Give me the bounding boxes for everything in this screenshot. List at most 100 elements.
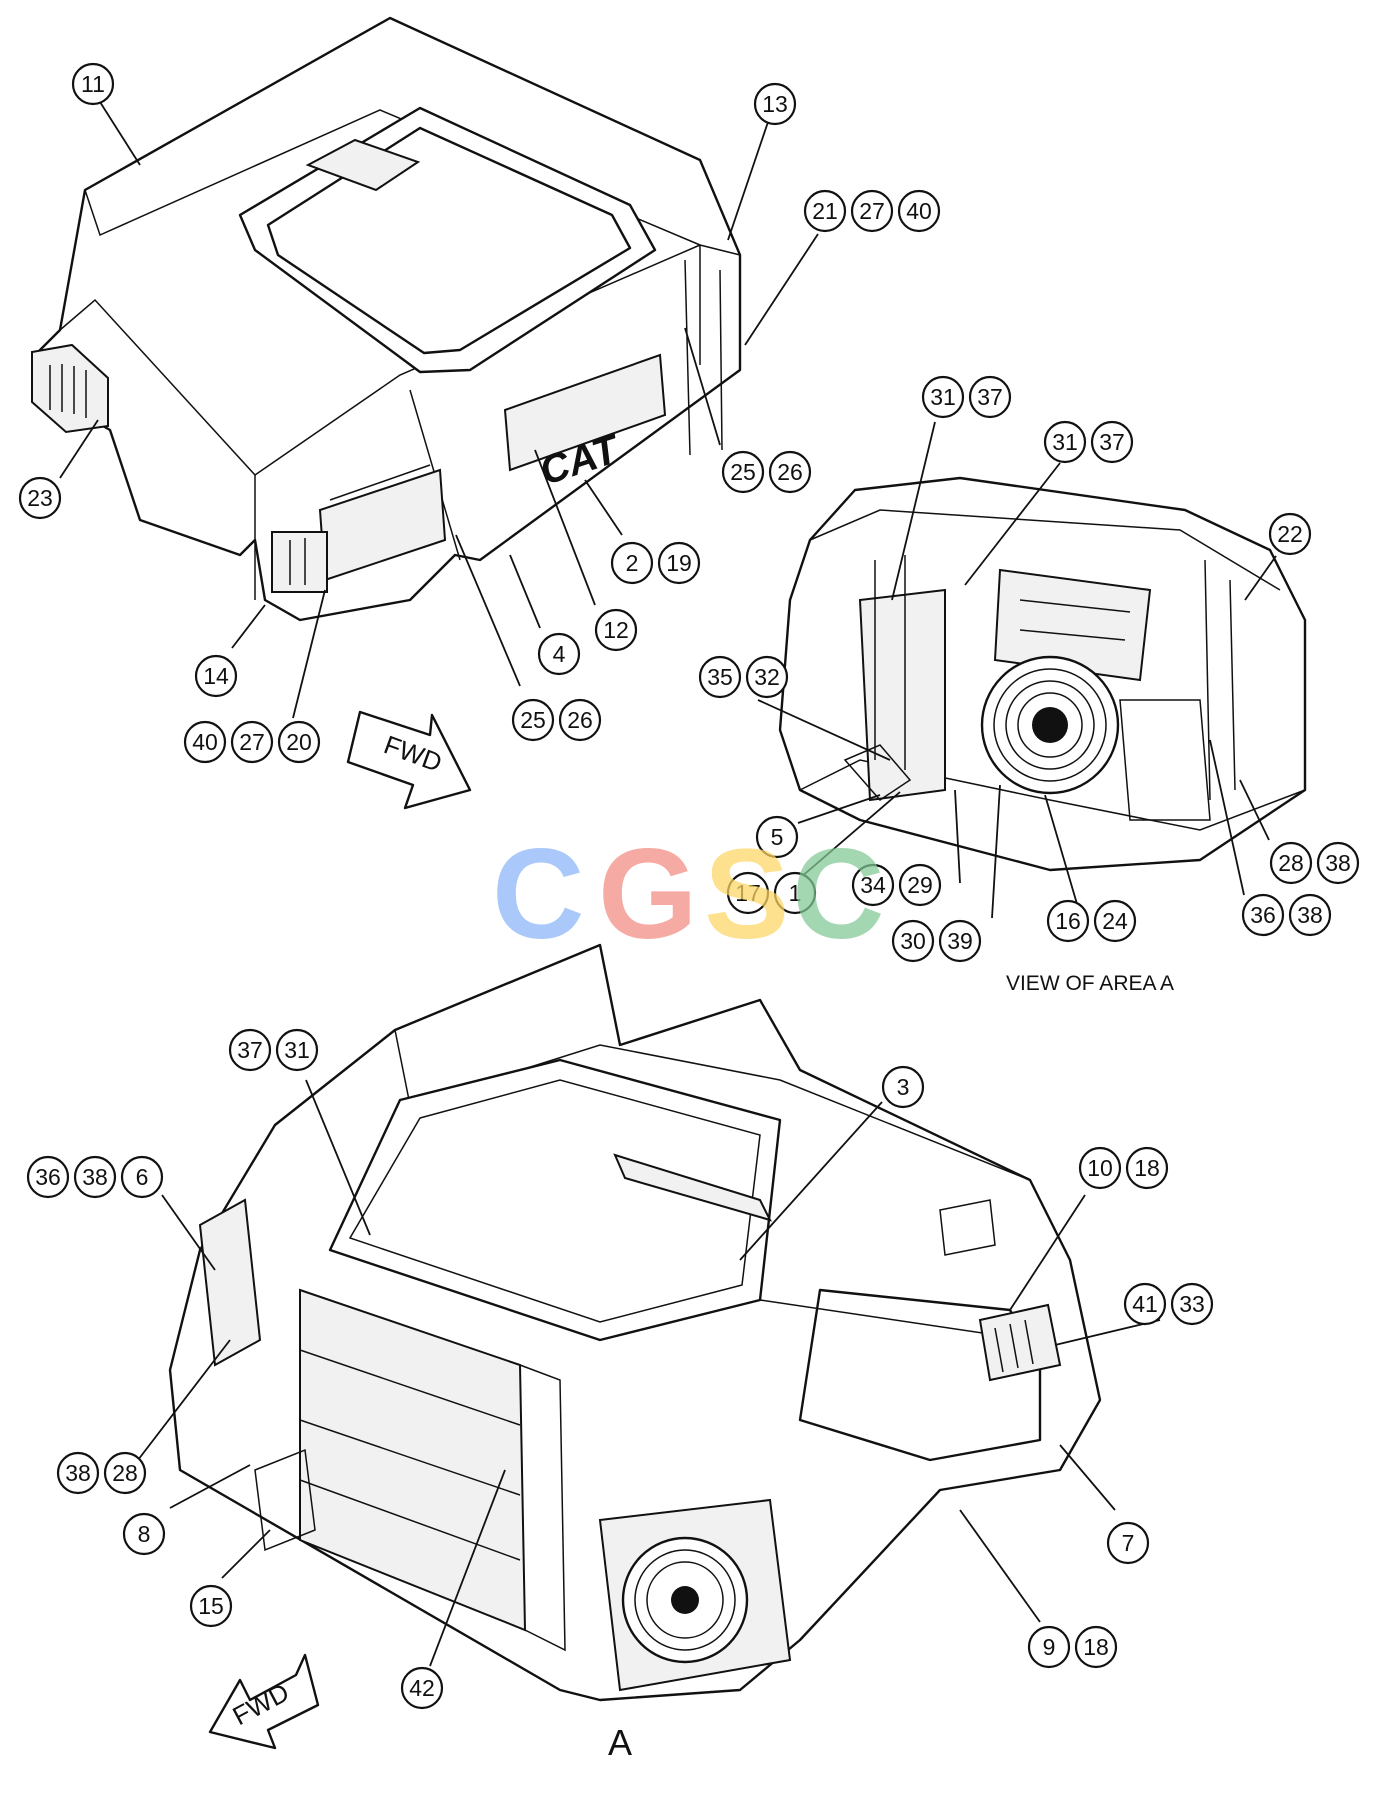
callout-40: 40 <box>183 720 227 764</box>
svg-text:33: 33 <box>1179 1291 1205 1317</box>
svg-text:19: 19 <box>666 550 692 576</box>
svg-text:21: 21 <box>812 198 838 224</box>
svg-text:40: 40 <box>906 198 932 224</box>
callout-35: 35 <box>698 655 742 699</box>
callout-9: 9 <box>1027 1625 1071 1669</box>
svg-text:38: 38 <box>65 1460 91 1486</box>
svg-text:36: 36 <box>35 1164 61 1190</box>
callout-27: 27 <box>230 720 274 764</box>
fwd-arrow-top: FWD <box>346 710 472 810</box>
cgsc-watermark: C G S C <box>492 823 884 966</box>
callout-14: 14 <box>194 654 238 698</box>
callout-27: 27 <box>850 189 894 233</box>
svg-text:5: 5 <box>771 824 784 850</box>
callout-8: 8 <box>122 1512 166 1556</box>
watermark-letter-3: S <box>704 823 789 966</box>
svg-text:30: 30 <box>900 928 926 954</box>
svg-text:31: 31 <box>284 1037 310 1063</box>
callout-26: 26 <box>558 698 602 742</box>
svg-text:17: 17 <box>735 880 761 906</box>
callout-2: 2 <box>610 541 654 585</box>
callout-19: 19 <box>657 541 701 585</box>
svg-text:28: 28 <box>1278 850 1304 876</box>
callout-31: 31 <box>921 375 965 419</box>
svg-text:18: 18 <box>1083 1634 1109 1660</box>
callout-37: 37 <box>228 1028 272 1072</box>
callout-6: 6 <box>120 1155 164 1199</box>
svg-text:31: 31 <box>930 384 956 410</box>
callout-38: 38 <box>1316 841 1360 885</box>
svg-text:36: 36 <box>1250 902 1276 928</box>
svg-text:27: 27 <box>239 729 265 755</box>
svg-text:16: 16 <box>1055 908 1081 934</box>
callout-16: 16 <box>1046 899 1090 943</box>
callout-12: 12 <box>594 608 638 652</box>
callout-25: 25 <box>511 698 555 742</box>
watermark-letter-4: C <box>792 823 884 966</box>
view-of-area-a-label: VIEW OF AREA A <box>1006 972 1174 995</box>
svg-text:37: 37 <box>237 1037 263 1063</box>
callout-39: 39 <box>938 919 982 963</box>
callout-38: 38 <box>56 1451 100 1495</box>
svg-text:7: 7 <box>1122 1530 1135 1556</box>
callout-40: 40 <box>897 189 941 233</box>
callout-17: 17 <box>726 871 770 915</box>
svg-text:8: 8 <box>138 1521 151 1547</box>
callout-18: 18 <box>1074 1625 1118 1669</box>
svg-text:15: 15 <box>198 1593 224 1619</box>
area-a-marker: A <box>608 1722 632 1763</box>
leader-lines <box>59 101 1277 1667</box>
callout-20: 20 <box>277 720 321 764</box>
callout-29: 29 <box>898 863 942 907</box>
callout-3: 3 <box>881 1065 925 1109</box>
callout-32: 32 <box>745 655 789 699</box>
svg-text:9: 9 <box>1043 1634 1056 1660</box>
callout-37: 37 <box>968 375 1012 419</box>
callout-26: 26 <box>768 450 812 494</box>
callout-36: 36 <box>26 1155 70 1199</box>
callout-42: 42 <box>400 1666 444 1710</box>
callout-34: 34 <box>851 863 895 907</box>
callout-33: 33 <box>1170 1282 1214 1326</box>
svg-text:32: 32 <box>754 664 780 690</box>
callout-41: 41 <box>1123 1282 1167 1326</box>
svg-text:12: 12 <box>603 617 629 643</box>
callout-5: 5 <box>755 815 799 859</box>
svg-text:18: 18 <box>1134 1155 1160 1181</box>
callout-24: 24 <box>1093 899 1137 943</box>
svg-text:4: 4 <box>553 641 566 667</box>
svg-text:27: 27 <box>859 198 885 224</box>
area-a-detail-view: VIEW OF AREA A <box>778 476 1307 995</box>
svg-text:29: 29 <box>907 872 933 898</box>
svg-text:1: 1 <box>789 880 802 906</box>
svg-text:14: 14 <box>203 663 229 689</box>
svg-text:28: 28 <box>112 1460 138 1486</box>
callout-28: 28 <box>1269 841 1313 885</box>
svg-text:35: 35 <box>707 664 733 690</box>
svg-text:37: 37 <box>977 384 1003 410</box>
svg-text:22: 22 <box>1277 521 1303 547</box>
svg-text:41: 41 <box>1132 1291 1158 1317</box>
svg-text:25: 25 <box>520 707 546 733</box>
callout-1: 1 <box>773 871 817 915</box>
svg-text:42: 42 <box>409 1675 435 1701</box>
svg-text:26: 26 <box>567 707 593 733</box>
callout-4: 4 <box>537 632 581 676</box>
hood-assembly-bottom <box>168 943 1102 1702</box>
hood-assembly-top <box>31 16 742 622</box>
callout-18: 18 <box>1125 1146 1169 1190</box>
svg-text:39: 39 <box>947 928 973 954</box>
svg-text:11: 11 <box>81 71 105 97</box>
callout-23: 23 <box>18 476 62 520</box>
callout-30: 30 <box>891 919 935 963</box>
callout-10: 10 <box>1078 1146 1122 1190</box>
callout-38: 38 <box>73 1155 117 1199</box>
callout-13: 13 <box>753 82 797 126</box>
svg-text:10: 10 <box>1087 1155 1113 1181</box>
watermark-letter-2: G <box>598 823 698 966</box>
svg-text:13: 13 <box>762 91 788 117</box>
callout-28: 28 <box>103 1451 147 1495</box>
svg-text:26: 26 <box>777 459 803 485</box>
